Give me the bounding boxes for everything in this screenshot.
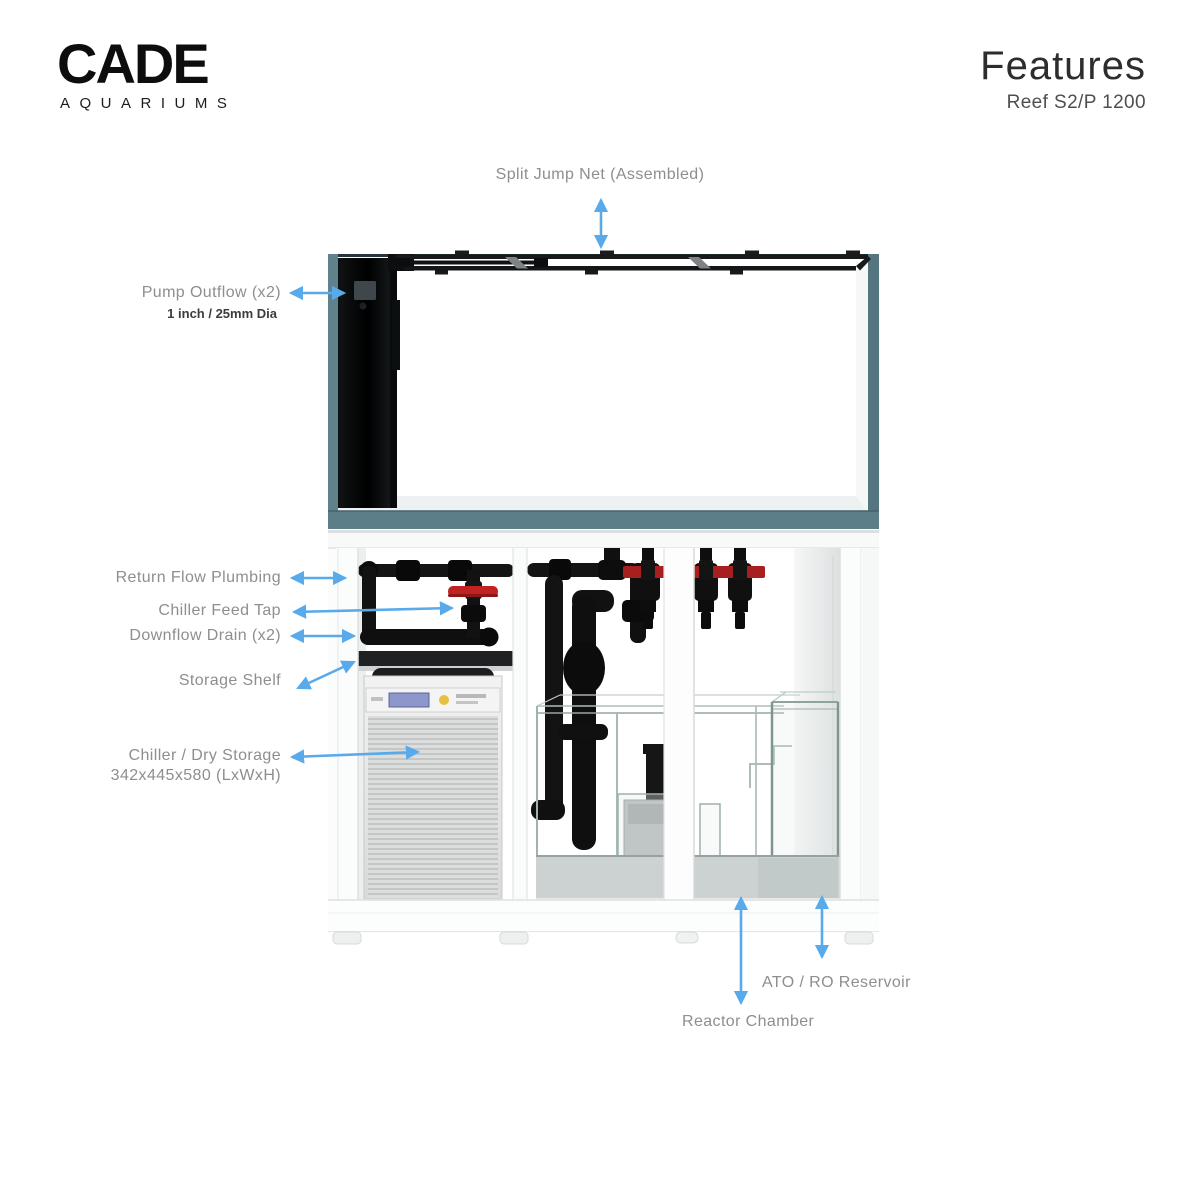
chiller-display xyxy=(388,692,430,708)
jump-net-frame xyxy=(388,250,871,275)
brand-logo: CADE AQUARIUMS xyxy=(57,32,237,113)
brand-name: CADE xyxy=(57,32,210,95)
callout-pump-outflow-label: Pump Outflow (x2) xyxy=(141,284,281,301)
arrow-storage-shelf xyxy=(296,660,356,690)
cabinet-frame xyxy=(328,548,879,932)
downflow-drain-pipe xyxy=(360,629,494,645)
tank-bottom-trim xyxy=(328,511,879,530)
page-title: Features xyxy=(980,44,1146,88)
valve xyxy=(623,548,673,629)
net-brace xyxy=(688,257,711,269)
cabinet-stand xyxy=(328,529,879,945)
cabinet-bottom-rail xyxy=(328,900,879,932)
chiller-unit xyxy=(363,668,503,903)
arrow-chiller-dry-storage xyxy=(289,745,421,764)
callout-pump-outflow-detail: 1 inch / 25mm Dia xyxy=(167,306,277,321)
title-block: Features Reef S2/P 1200 xyxy=(980,44,1146,114)
brand-tagline: AQUARIUMS xyxy=(60,95,237,112)
arrow-chiller-feed-tap xyxy=(291,601,455,619)
callout-chiller-feed-tap-label: Chiller Feed Tap xyxy=(158,602,281,619)
callout-reactor-chamber-label: Reactor Chamber xyxy=(682,1013,815,1030)
stepped-glass-baffle xyxy=(749,745,792,788)
callout-chiller-dry-storage-detail: 342x445x580 (LxWxH) xyxy=(110,767,281,784)
pump-outflow-fitting xyxy=(354,281,376,300)
callout-storage-shelf-label: Storage Shelf xyxy=(178,672,281,689)
chiller-louvers xyxy=(368,716,498,898)
page-subtitle: Reef S2/P 1200 xyxy=(1006,92,1146,113)
downflow-valves xyxy=(623,548,765,629)
main-bay-plumbing xyxy=(527,548,654,850)
valve xyxy=(715,548,765,629)
callout-ato-reservoir-label: ATO / RO Reservoir xyxy=(762,974,911,991)
tank-inner-right-wall xyxy=(856,258,868,512)
display-tank xyxy=(328,250,879,530)
callout-return-flow-label: Return Flow Plumbing xyxy=(115,569,281,586)
cabinet-feet xyxy=(332,931,874,945)
chiller-power-button xyxy=(439,695,449,705)
overflow-box xyxy=(338,258,400,508)
chiller-control-panel xyxy=(365,687,501,713)
tank-floor xyxy=(328,496,868,512)
callout-chiller-dry-storage-label: Chiller / Dry Storage xyxy=(128,747,281,764)
net-brace xyxy=(505,257,528,269)
tank-left-trim xyxy=(328,254,338,530)
center-column xyxy=(664,548,694,900)
callout-downflow-drain-label: Downflow Drain (x2) xyxy=(129,627,281,644)
callout-split-jump-net-label: Split Jump Net (Assembled) xyxy=(495,166,705,183)
chiller-feed-valve xyxy=(448,570,498,638)
callout-arrows xyxy=(288,197,830,1006)
tank-right-trim xyxy=(868,254,879,530)
